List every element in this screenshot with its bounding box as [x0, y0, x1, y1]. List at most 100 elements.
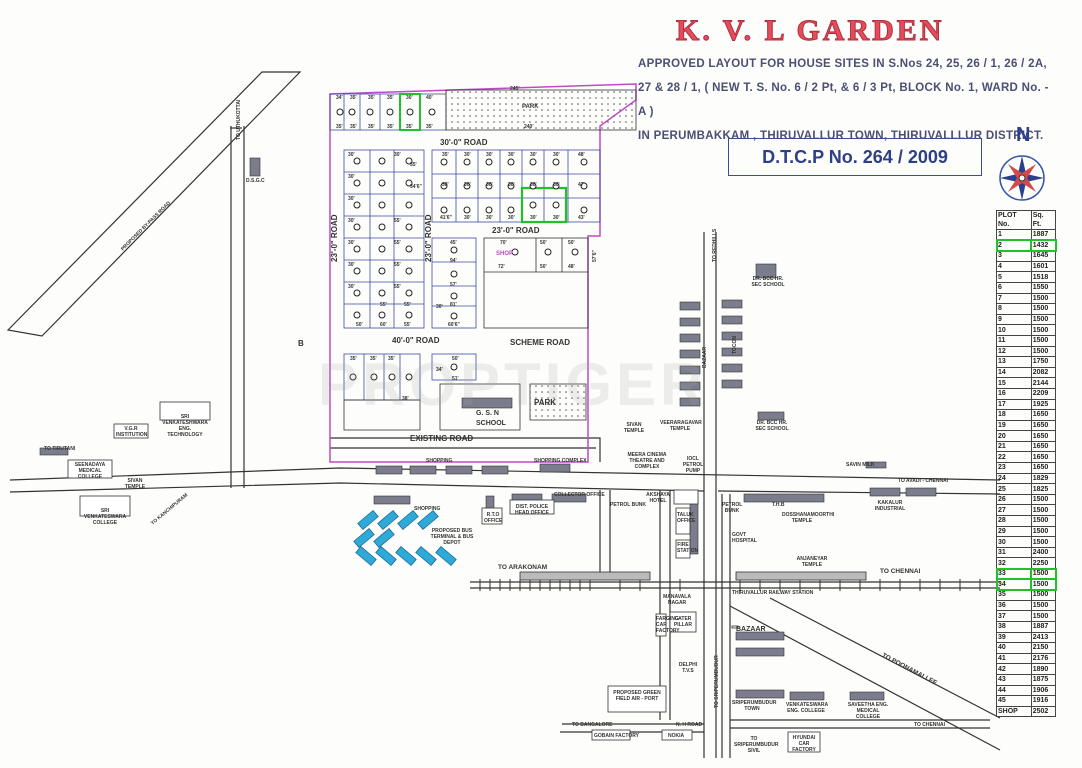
nokia: NOKIA [668, 733, 685, 739]
plot-sqft: 2413 [1030, 631, 1057, 644]
dr-bcc-school-2: DR. BCC HR. SEC SCHOOL [755, 420, 789, 432]
plot-sqft: 1875 [1030, 673, 1057, 686]
plot-number: 45 [996, 695, 1032, 707]
plot-number: 5 [996, 271, 1032, 283]
train-1 [519, 571, 651, 581]
dim: 35' [387, 124, 394, 130]
plot-sqft: 2209 [1030, 387, 1057, 400]
compass-icon [999, 155, 1045, 201]
dim: 30' [348, 218, 355, 224]
dim: 45' [450, 240, 457, 246]
plot-number: 13 [996, 356, 1032, 368]
plot-no-header: PLOT No. [996, 210, 1032, 230]
plot-number: 17 [996, 398, 1032, 411]
scheme-road: SCHEME ROAD [510, 338, 571, 347]
dim: 35' [350, 356, 357, 362]
plot-sqft: 1906 [1030, 684, 1057, 697]
to-tiruttani: TO TIRUTANI [44, 446, 76, 452]
seenadaya-medical: SEENADAYA MEDICAL COLLEGE [74, 462, 106, 480]
to-redhills: TO REDHILLS [712, 228, 718, 262]
plot-sqft: 1916 [1030, 695, 1057, 707]
road-30ft: 30'-0" ROAD [440, 138, 488, 147]
plot-number: 40 [996, 642, 1032, 654]
train-2 [735, 571, 867, 581]
dim: 48' [568, 264, 575, 270]
dim: 50' [452, 356, 459, 362]
plot-number: 3 [996, 250, 1032, 262]
dim: 40' [426, 95, 433, 101]
plot-sqft: 1825 [1030, 483, 1057, 495]
dtcp-number: D.T.C.P No. 264 / 2009 [728, 138, 982, 176]
bus-terminal: PROPOSED BUS TERMINAL & BUS DEPOT [430, 528, 474, 546]
plot-sqft: 2150 [1030, 642, 1057, 654]
dim: 35' [368, 95, 375, 101]
anjaneyar-temple: ANJANEYAR TEMPLE [796, 556, 828, 568]
approval-text: APPROVED LAYOUT FOR HOUSE SITES IN S.Nos… [638, 52, 1058, 148]
dim: 30' [436, 304, 443, 310]
plot-number: 26 [996, 493, 1032, 506]
plot-sqft: 1890 [1030, 663, 1057, 675]
plot-number: 34 [995, 578, 1033, 591]
dim: 35' [388, 356, 395, 362]
dim: 50' [356, 322, 363, 328]
plot-sqft: 1650 [1030, 462, 1057, 474]
dim: 72' [498, 264, 505, 270]
dim: 51' [452, 376, 459, 382]
road-40ft: 40'-0" ROAD [392, 336, 440, 345]
plot-number: 2 [995, 239, 1033, 252]
plot-sqft: 1925 [1030, 398, 1057, 411]
dim: 55' [404, 322, 411, 328]
plot-sqft: 1500 [1030, 345, 1057, 358]
plots-33-34-highlight [520, 186, 568, 224]
plot-number: 11 [996, 334, 1032, 347]
sriperumbudur-town: SRIPERUMBUDUR TOWN [732, 700, 777, 712]
delphi-tvs: DELPHI T.V.S [678, 662, 698, 674]
plot-sqft: 1829 [1030, 472, 1057, 485]
park-bottom-label: PARK [534, 398, 557, 407]
plot-number: 12 [996, 345, 1032, 358]
dim: 240' [524, 124, 534, 130]
plot-number: 31 [996, 546, 1032, 559]
plot-number: 4 [996, 260, 1032, 273]
road-b: B [298, 339, 304, 348]
plot-sqft: 1500 [1030, 589, 1057, 601]
plot-sqft: 1650 [1030, 451, 1057, 464]
dim: 30' [406, 95, 413, 101]
dim: 30' [508, 152, 515, 158]
plot-sqft: 1500 [1030, 504, 1057, 517]
dim: 34'6" [410, 184, 422, 190]
dim: 55' [380, 302, 387, 308]
plot-number: 41 [996, 652, 1032, 665]
plot-number: 43 [996, 673, 1032, 686]
dim: 60'6" [448, 322, 460, 328]
park-bottom [529, 383, 587, 421]
approval-line-3: IN PERUMBAKKAM , THIRUVALLUR TOWN, THIRU… [638, 130, 1044, 142]
plot-number: 1 [996, 229, 1032, 241]
plot-number: 9 [996, 313, 1032, 326]
sri-venkateswara-college: SRI VENKATESWARA COLLEGE [83, 508, 127, 526]
dim: 38' [442, 182, 449, 188]
plot-number: 19 [996, 419, 1032, 432]
shop-label: SHOP [496, 251, 514, 257]
nh-road: N. H ROAD [676, 722, 703, 728]
to-sriperumbudur: TO SRIPERUMBUDUR [714, 655, 720, 708]
plot-2-highlight [399, 93, 421, 131]
railway-station: THIRUVALLUR RAILWAY STATION [732, 590, 814, 596]
to-avadi: TO AVADI - CHENNAI [898, 478, 949, 484]
